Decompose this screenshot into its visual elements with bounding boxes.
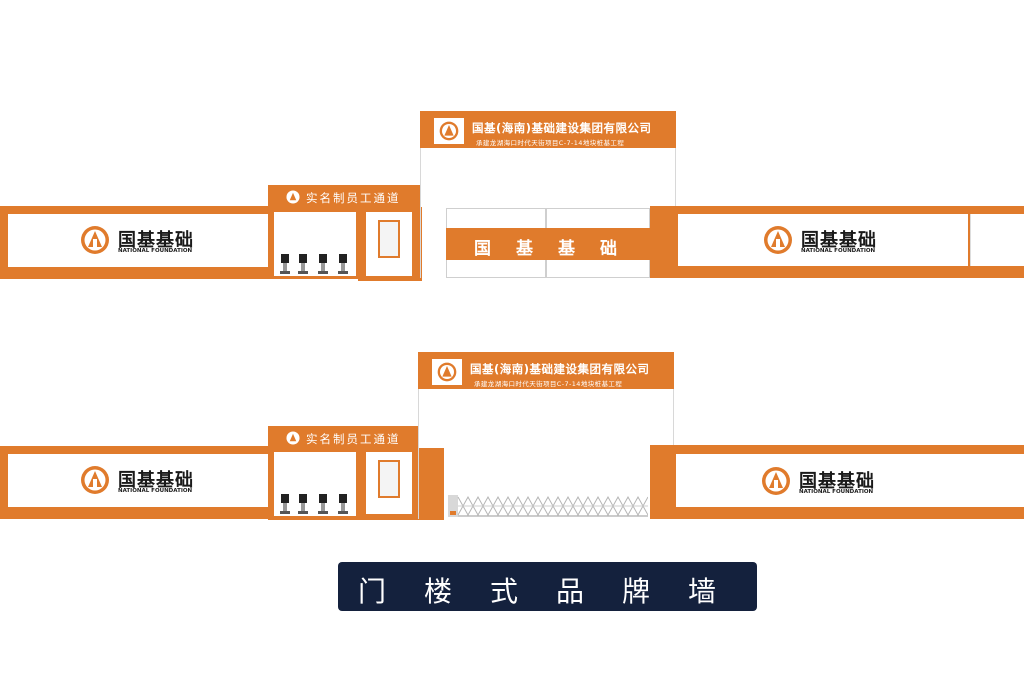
national-foundation-logo-icon <box>286 431 300 445</box>
retractable-gate-icon <box>448 495 648 517</box>
turnstile-icon <box>280 494 290 514</box>
sign-company-name: 国基(海南)基础建设集团有限公司 <box>472 121 652 135</box>
sign-logo-box <box>434 118 464 144</box>
booth-title: 实名制员工通道 <box>306 432 401 446</box>
caption-banner: 门楼式品牌墙 <box>338 562 757 611</box>
turnstile-icon <box>298 254 308 274</box>
national-foundation-logo-icon <box>437 362 457 382</box>
sign-project-name: 承建龙湖海口时代天街项目C-7-14地块桩基工程 <box>476 139 625 147</box>
national-foundation-logo-icon <box>81 466 109 494</box>
left-wall-logo: 国基基础 NATIONAL FOUNDATION <box>80 465 200 497</box>
sign-project-name: 承建龙湖海口时代天街项目C-7-14地块桩基工程 <box>474 380 623 388</box>
gate-beam: 国 基 基 础 <box>446 228 650 260</box>
logo-english-name: NATIONAL FOUNDATION <box>799 489 874 495</box>
booth-mirror <box>378 220 400 258</box>
left-wall-logo: 国基基础 NATIONAL FOUNDATION <box>80 225 200 257</box>
right-wall-panel <box>678 214 968 266</box>
turnstile-icon <box>338 494 348 514</box>
right-wall-panel <box>676 454 1024 507</box>
sign-logo-box <box>432 359 462 385</box>
national-foundation-logo-icon <box>439 121 459 141</box>
booth-header: 实名制员工通道 <box>268 185 420 209</box>
left-wall-panel <box>8 454 270 507</box>
booth-header: 实名制员工通道 <box>268 426 418 450</box>
caption-title: 门楼式品牌墙 <box>358 575 755 608</box>
logo-chinese-name: 国基基础 <box>118 230 194 251</box>
gate-beam-char: 基 <box>558 239 575 259</box>
turnstile-icon <box>318 254 328 274</box>
right-wall-panel-end <box>970 214 1024 266</box>
logo-chinese-name: 国基基础 <box>801 230 877 251</box>
turnstile-icon <box>280 254 290 274</box>
sign-company-name: 国基(海南)基础建设集团有限公司 <box>470 362 650 376</box>
turnstile-icon <box>298 494 308 514</box>
left-wall-panel <box>8 214 270 267</box>
booth-mirror <box>378 460 400 498</box>
national-foundation-logo-icon <box>286 190 300 204</box>
right-pillar <box>650 206 676 278</box>
turnstile-icon <box>338 254 348 274</box>
booth-title: 实名制员工通道 <box>306 191 401 205</box>
gate-beam-char: 础 <box>600 239 617 259</box>
national-foundation-logo-icon <box>81 226 109 254</box>
logo-chinese-name: 国基基础 <box>799 471 875 492</box>
logo-english-name: NATIONAL FOUNDATION <box>118 488 193 494</box>
right-wall-logo: 国基基础 NATIONAL FOUNDATION <box>761 466 881 498</box>
national-foundation-logo-icon <box>762 467 790 495</box>
gate-header-sign: 国基(海南)基础建设集团有限公司 承建龙湖海口时代天街项目C-7-14地块桩基工… <box>418 352 674 389</box>
right-wall-logo: 国基基础 NATIONAL FOUNDATION <box>763 225 883 257</box>
national-foundation-logo-icon <box>764 226 792 254</box>
gate-beam-char: 基 <box>516 239 533 259</box>
logo-chinese-name: 国基基础 <box>118 470 194 491</box>
right-pillar <box>650 445 676 519</box>
logo-english-name: NATIONAL FOUNDATION <box>801 248 876 254</box>
turnstile-icon <box>318 494 328 514</box>
gate-beam-char: 国 <box>474 239 491 259</box>
logo-english-name: NATIONAL FOUNDATION <box>118 248 193 254</box>
gate-header-sign: 国基(海南)基础建设集团有限公司 承建龙湖海口时代天街项目C-7-14地块桩基工… <box>420 111 676 148</box>
